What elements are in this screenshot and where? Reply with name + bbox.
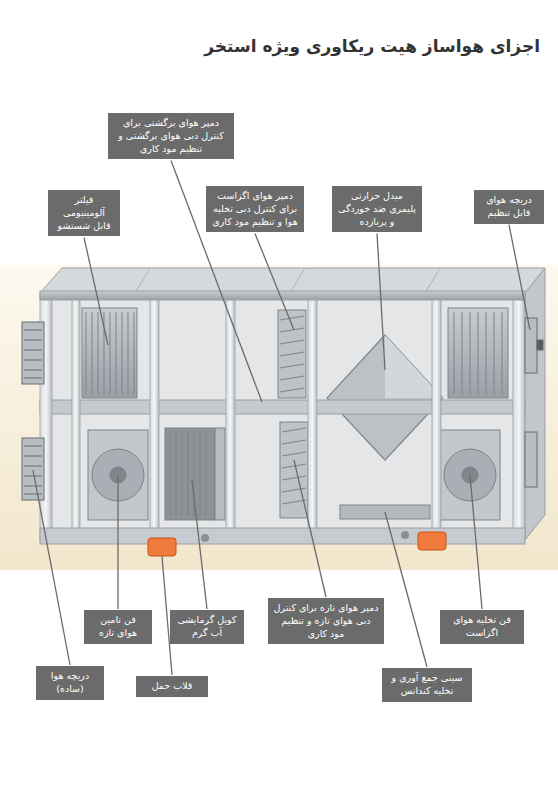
leader-line [509, 225, 530, 330]
leader-line [294, 460, 326, 597]
callout-text: فیلتر آلومینیومی قابل شستشو [53, 194, 115, 232]
leader-line [192, 480, 207, 609]
leader-line [470, 475, 482, 609]
callout-box: فن تخلیه هوای اگزاست [440, 610, 524, 644]
callout-text: سینی جمع آوری و تخلیه کندانس [387, 672, 467, 698]
callout-text: فن تامین هوای تازه [89, 614, 147, 640]
callout-text: مبدل حرارتی پلیمری ضد خوردگی و پربازده [337, 190, 417, 228]
callout-box: کویل گرمایشی آب گرم [170, 610, 244, 644]
leader-line [377, 233, 385, 370]
callout-box: دمپر هوای تازه برای کنترل دبی هوای تازه … [268, 598, 384, 644]
callout-box: مبدل حرارتی پلیمری ضد خوردگی و پربازده [332, 186, 422, 232]
leader-line [33, 470, 70, 665]
callout-box: قلاب حمل [136, 676, 208, 697]
callout-box: فیلتر آلومینیومی قابل شستشو [48, 190, 120, 236]
leader-line [385, 512, 427, 667]
callout-text: کویل گرمایشی آب گرم [175, 614, 239, 640]
callout-text: قلاب حمل [141, 680, 203, 693]
callout-box: فن تامین هوای تازه [84, 610, 152, 644]
leader-line [84, 237, 108, 345]
callout-text: دمپر هوای برگشتی برای کنترل دبی هوای برگ… [113, 117, 229, 155]
callout-box: دمپر هوای برگشتی برای کنترل دبی هوای برگ… [108, 113, 234, 159]
callout-text: دریچه هوای قابل تنظیم [479, 194, 539, 220]
callout-text: دمپر هوای تازه برای کنترل دبی هوای تازه … [273, 602, 379, 640]
callout-text: دریچه هوا (ساده) [41, 670, 99, 696]
diagram-title: اجزای هواساز هیت ریکاوری ویژه استخر [204, 36, 540, 56]
callout-text: دمپر هوای اگزاست برای کنترل دبی تخلیه هو… [211, 190, 299, 228]
leader-line [255, 233, 294, 330]
callout-box: سینی جمع آوری و تخلیه کندانس [382, 668, 472, 702]
callout-box: دریچه هوا (ساده) [36, 666, 104, 700]
callout-text: فن تخلیه هوای اگزاست [445, 614, 519, 640]
callout-box: دریچه هوای قابل تنظیم [474, 190, 544, 224]
leader-line [117, 475, 118, 609]
callout-box: دمپر هوای اگزاست برای کنترل دبی تخلیه هو… [206, 186, 304, 232]
